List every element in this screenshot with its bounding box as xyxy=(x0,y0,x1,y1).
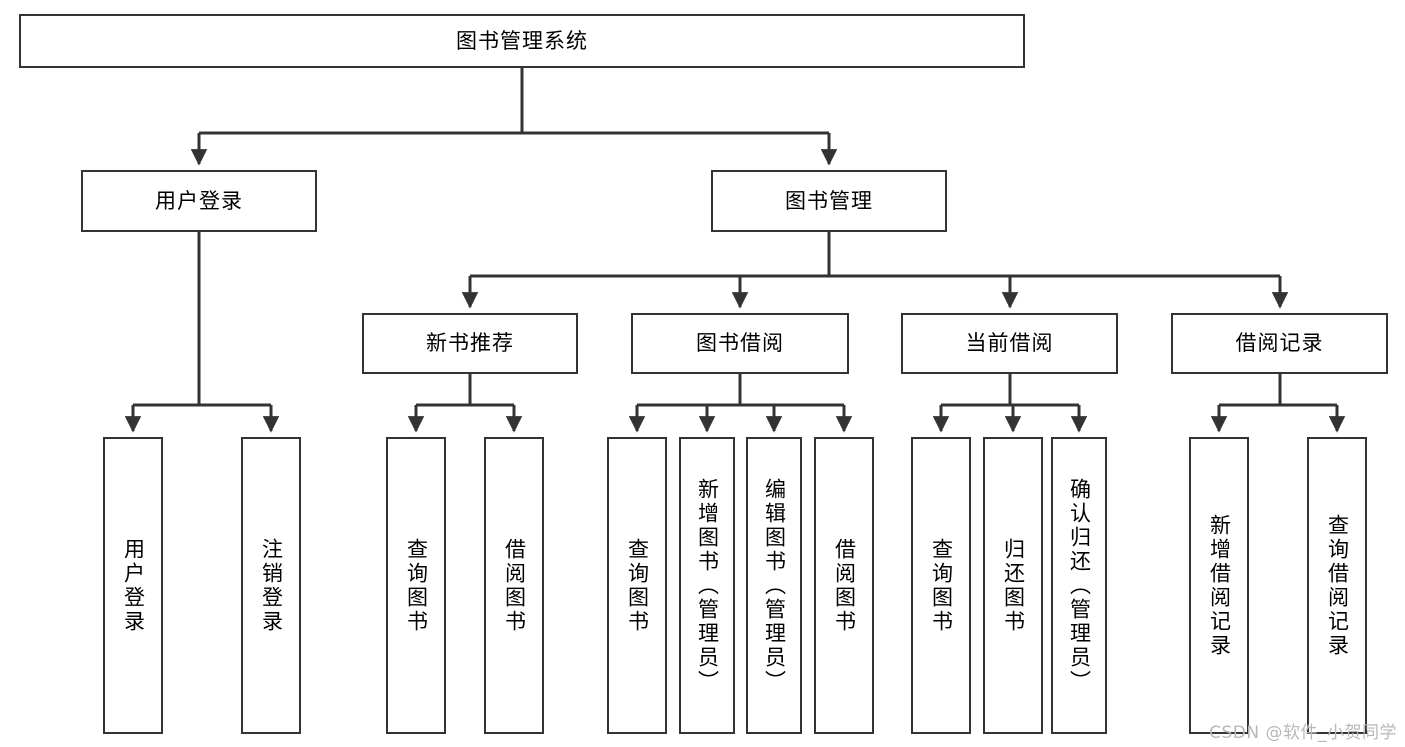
leaf-borrow-books-label: 借阅图书 xyxy=(832,537,857,634)
leaf-query-books-borrow-label: 查询图书 xyxy=(625,537,650,634)
node-current-borrow[interactable]: 当前借阅 xyxy=(901,313,1118,374)
leaf-borrow-books-recommend[interactable]: 借阅图书 xyxy=(484,437,544,734)
leaf-query-books-current-label: 查询图书 xyxy=(929,537,954,634)
node-book-management-label: 图书管理 xyxy=(785,188,873,213)
node-current-borrow-label: 当前借阅 xyxy=(965,331,1054,356)
leaf-query-books-current[interactable]: 查询图书 xyxy=(911,437,971,734)
leaf-query-books-recommend-label: 查询图书 xyxy=(404,537,429,634)
node-new-book-recommend[interactable]: 新书推荐 xyxy=(362,313,578,374)
leaf-confirm-return-admin-label: 确认归还（管理员） xyxy=(1067,477,1092,694)
leaf-add-book-admin[interactable]: 新增图书（管理员） xyxy=(679,437,735,734)
leaf-add-borrow-record-label: 新增借阅记录 xyxy=(1207,513,1232,658)
leaf-add-borrow-record[interactable]: 新增借阅记录 xyxy=(1189,437,1249,734)
node-new-book-recommend-label: 新书推荐 xyxy=(426,331,514,356)
leaf-user-login-label: 用户登录 xyxy=(121,537,146,634)
leaf-query-books-borrow[interactable]: 查询图书 xyxy=(607,437,667,734)
leaf-user-login[interactable]: 用户登录 xyxy=(103,437,163,734)
leaf-add-book-admin-label: 新增图书（管理员） xyxy=(695,477,720,694)
leaf-logout-label: 注销登录 xyxy=(259,537,284,634)
leaf-borrow-books-recommend-label: 借阅图书 xyxy=(502,537,527,634)
node-book-borrow-label: 图书借阅 xyxy=(696,331,784,356)
leaf-return-books-label: 归还图书 xyxy=(1001,537,1026,634)
leaf-query-borrow-record[interactable]: 查询借阅记录 xyxy=(1307,437,1367,734)
leaf-borrow-books[interactable]: 借阅图书 xyxy=(814,437,874,734)
leaf-return-books[interactable]: 归还图书 xyxy=(983,437,1043,734)
node-book-management[interactable]: 图书管理 xyxy=(711,170,947,232)
node-root[interactable]: 图书管理系统 xyxy=(19,14,1025,68)
leaf-logout[interactable]: 注销登录 xyxy=(241,437,301,734)
watermark: CSDN @软件_小贺同学 xyxy=(1209,723,1397,743)
leaf-query-borrow-record-label: 查询借阅记录 xyxy=(1325,513,1350,658)
leaf-confirm-return-admin[interactable]: 确认归还（管理员） xyxy=(1051,437,1107,734)
node-user-login[interactable]: 用户登录 xyxy=(81,170,317,232)
node-root-label: 图书管理系统 xyxy=(456,28,588,53)
node-borrow-records-label: 借阅记录 xyxy=(1235,331,1324,356)
node-borrow-records[interactable]: 借阅记录 xyxy=(1171,313,1388,374)
node-user-login-label: 用户登录 xyxy=(155,188,243,213)
leaf-query-books-recommend[interactable]: 查询图书 xyxy=(386,437,446,734)
node-book-borrow[interactable]: 图书借阅 xyxy=(631,313,849,374)
leaf-edit-book-admin-label: 编辑图书（管理员） xyxy=(762,477,787,694)
leaf-edit-book-admin[interactable]: 编辑图书（管理员） xyxy=(746,437,802,734)
